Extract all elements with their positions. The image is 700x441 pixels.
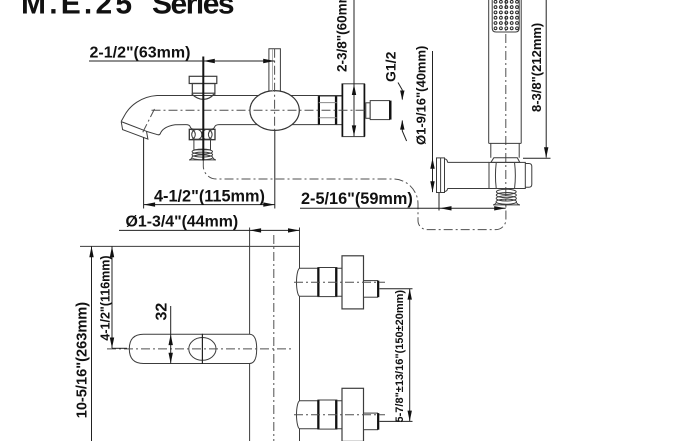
svg-text:10-5/16"(263mm): 10-5/16"(263mm) (75, 302, 91, 419)
svg-text:8-3/8"(212mm): 8-3/8"(212mm) (529, 23, 544, 112)
svg-text:Ø1-9/16"(40mm): Ø1-9/16"(40mm) (414, 46, 429, 145)
svg-text:Series: Series (152, 0, 234, 21)
svg-text:M.E.25: M.E.25 (21, 0, 135, 21)
svg-text:G1/2: G1/2 (383, 51, 399, 82)
svg-text:2-5/16"(59mm): 2-5/16"(59mm) (301, 190, 413, 208)
svg-text:4-1/2"(115mm): 4-1/2"(115mm) (154, 188, 265, 206)
svg-text:2-1/2"(63mm): 2-1/2"(63mm) (90, 45, 191, 62)
svg-text:2-3/8"(60mm): 2-3/8"(60mm) (335, 0, 350, 72)
svg-text:32: 32 (154, 303, 171, 321)
svg-text:5-7/8"±13/16"(150±20mm): 5-7/8"±13/16"(150±20mm) (394, 290, 406, 423)
svg-text:Ø1-3/4"(44mm): Ø1-3/4"(44mm) (126, 214, 239, 231)
svg-text:4-1/2"(116mm): 4-1/2"(116mm) (99, 255, 113, 340)
